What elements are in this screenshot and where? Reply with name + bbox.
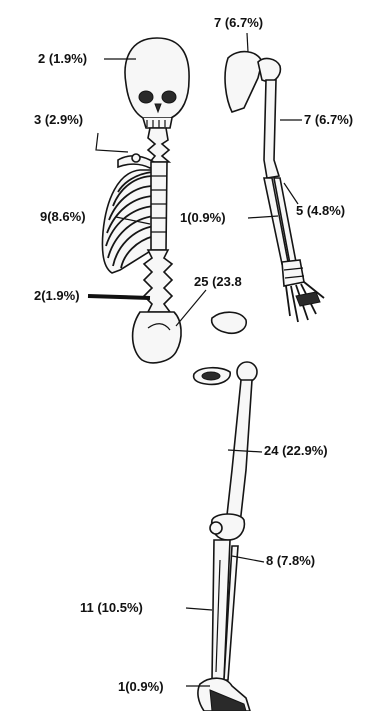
- label-ankle: 1(0.9%): [118, 680, 164, 693]
- pelvis: [133, 312, 247, 384]
- rib-cage: [102, 170, 156, 273]
- label-tibia: 11 (10.5%): [80, 601, 143, 614]
- forearm: [264, 178, 296, 264]
- label-ribs: 9(8.6%): [40, 210, 86, 223]
- label-fibula: 8 (7.8%): [266, 554, 315, 567]
- label-hip: 25 (23.8: [194, 275, 242, 288]
- label-femur: 24 (22.9%): [264, 444, 328, 457]
- cervical-spine: [148, 128, 169, 162]
- label-clavicle: 3 (2.9%): [34, 113, 83, 126]
- humerus: [225, 52, 280, 178]
- label-humerus-top: 7 (6.7%): [214, 16, 263, 29]
- label-forearm-radius: 5 (4.8%): [296, 204, 345, 217]
- tibia-fibula: [212, 540, 238, 680]
- hand: [282, 260, 324, 322]
- label-spine: 2(1.9%): [34, 289, 80, 302]
- label-humerus-shaft: 7 (6.7%): [304, 113, 353, 126]
- label-forearm-ulna: 1(0.9%): [180, 211, 226, 224]
- label-skull: 2 (1.9%): [38, 52, 87, 65]
- skull: [125, 38, 189, 128]
- foot: [198, 678, 250, 711]
